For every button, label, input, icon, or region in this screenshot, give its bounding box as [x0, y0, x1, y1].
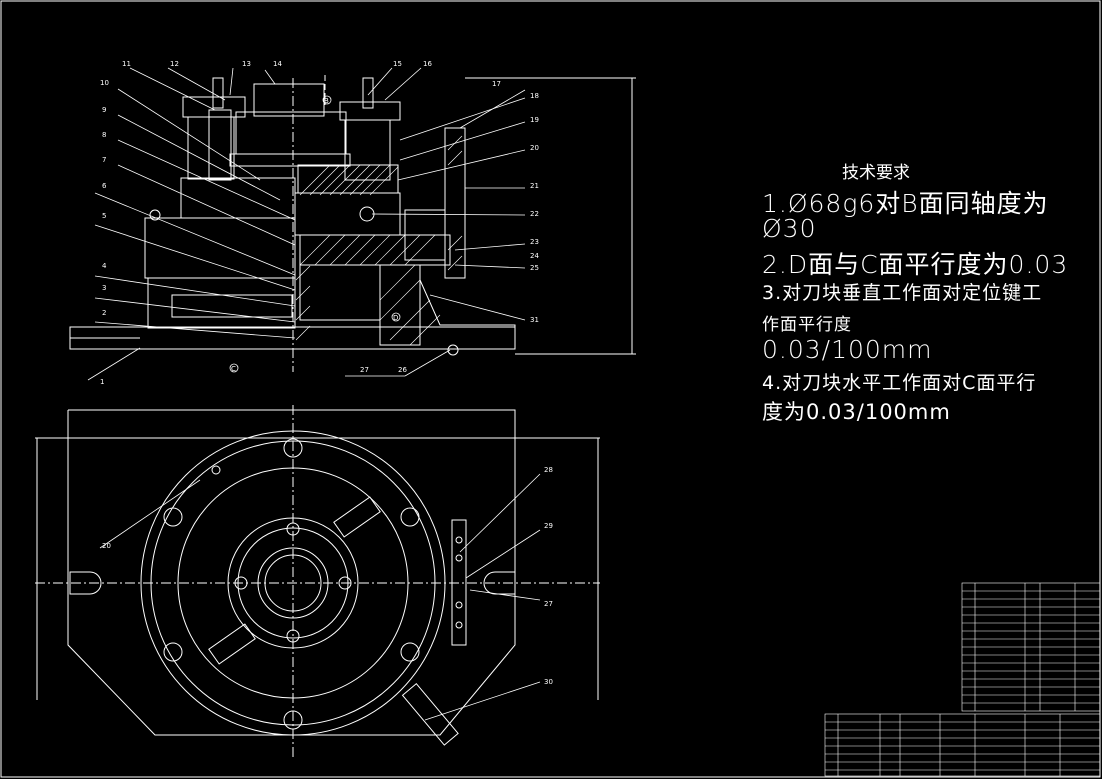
callout-31: 31 [530, 316, 539, 324]
callout-3: 3 [102, 284, 106, 292]
tech-line-6: 0.03/100mm [762, 335, 933, 364]
datum-c: C [231, 365, 236, 373]
callout-19: 19 [530, 116, 539, 124]
tech-line-4: 3.对刀块垂直工作面对定位键工 [762, 282, 1043, 304]
callout-12: 12 [170, 60, 179, 68]
plan-callout-30: 30 [544, 678, 553, 686]
plan-callout-20: 20 [102, 542, 111, 550]
tech-line-7: 4.对刀块水平工作面对C面平行 [762, 372, 1037, 394]
callout-2: 2 [102, 309, 106, 317]
front-callouts: 1 2 3 4 5 6 7 8 9 10 11 12 13 14 15 16 1… [100, 60, 539, 386]
callout-11: 11 [122, 60, 131, 68]
callout-6: 6 [102, 182, 107, 190]
tech-line-1: 1.Ø68g6对B面同轴度为 [762, 189, 1049, 218]
callout-22: 22 [530, 210, 539, 218]
front-section-view [69, 75, 636, 372]
callout-4: 4 [102, 262, 107, 270]
callout-23: 23 [530, 238, 539, 246]
callout-26: 26 [398, 366, 407, 374]
callout-16: 16 [423, 60, 432, 68]
plan-leaders [99, 473, 541, 721]
callout-24: 24 [530, 252, 539, 260]
callout-5: 5 [102, 212, 106, 220]
plan-callout-29: 29 [544, 522, 553, 530]
tech-line-3: 2.D面与C面平行度为0.03 [762, 250, 1069, 279]
plan-callout-28: 28 [544, 466, 553, 474]
callout-10: 10 [100, 79, 109, 87]
leader-lines [87, 67, 526, 381]
callout-20: 20 [530, 144, 539, 152]
callout-7: 7 [102, 156, 106, 164]
tech-requirements-title: 技术要求 [842, 163, 910, 183]
bom-table [824, 582, 1101, 777]
plan-callout-27: 27 [544, 600, 553, 608]
callout-17: 17 [492, 80, 501, 88]
callout-1: 1 [100, 378, 104, 386]
callout-13: 13 [242, 60, 251, 68]
plan-callouts: 20 28 29 27 30 [102, 466, 553, 686]
tech-line-8: 度为0.03/100mm [762, 400, 951, 424]
datum-b: B [324, 97, 329, 105]
tech-line-2: Ø30 [762, 214, 817, 243]
callout-21: 21 [530, 182, 539, 190]
callout-15: 15 [393, 60, 402, 68]
callout-9: 9 [102, 106, 106, 114]
datum-d: D [393, 314, 398, 322]
callout-8: 8 [102, 131, 106, 139]
callout-14: 14 [273, 60, 282, 68]
tech-line-5: 作面平行度 [762, 315, 852, 335]
callout-18: 18 [530, 92, 539, 100]
plan-view [35, 405, 600, 760]
callout-27: 27 [360, 366, 369, 374]
callout-25: 25 [530, 264, 539, 272]
